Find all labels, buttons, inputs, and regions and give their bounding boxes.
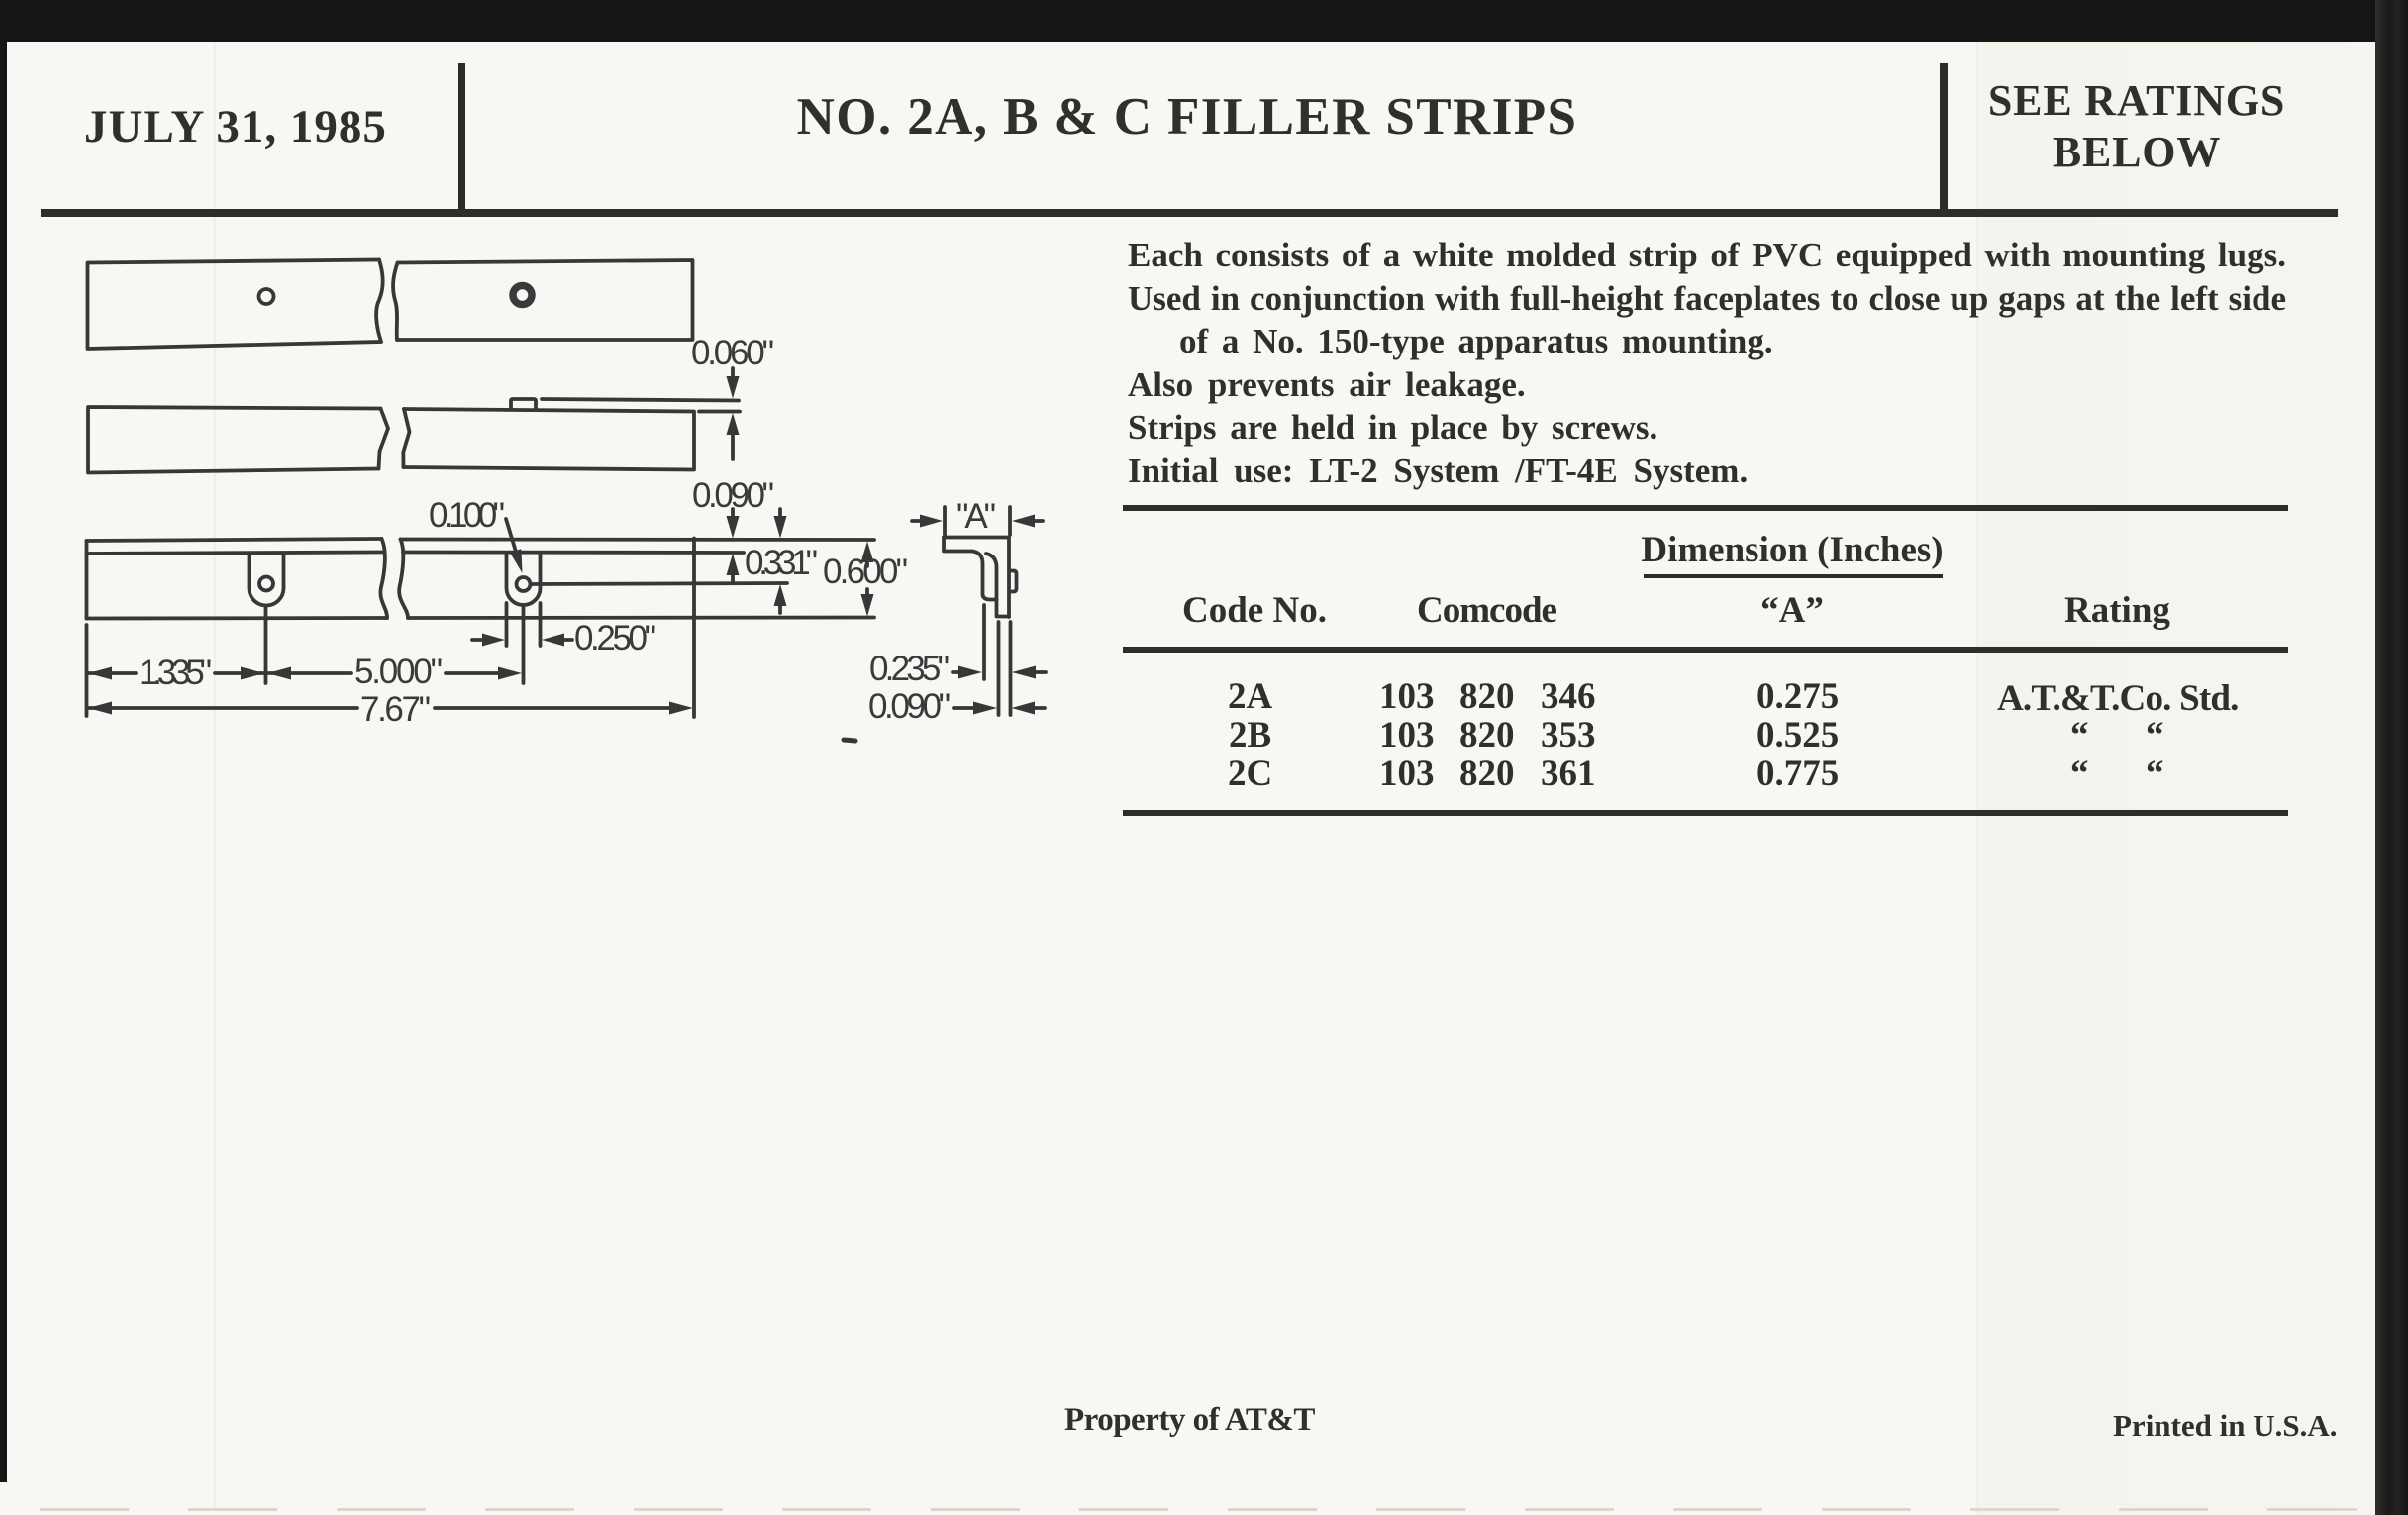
svg-text:0.060": 0.060"	[691, 334, 774, 372]
svg-text:0.090": 0.090"	[868, 687, 951, 726]
svg-text:0.235": 0.235"	[869, 650, 950, 688]
svg-text:0.600": 0.600"	[823, 553, 908, 591]
svg-text:5.000": 5.000"	[354, 653, 443, 691]
svg-text:0.100": 0.100"	[429, 496, 505, 535]
svg-text:7.67": 7.67"	[360, 690, 431, 729]
svg-text:0.250": 0.250"	[574, 619, 656, 657]
svg-text:"A": "A"	[956, 497, 996, 536]
svg-text:0.331": 0.331"	[745, 544, 818, 582]
svg-text:1.335": 1.335"	[139, 654, 212, 692]
svg-text:0.090": 0.090"	[692, 476, 774, 515]
